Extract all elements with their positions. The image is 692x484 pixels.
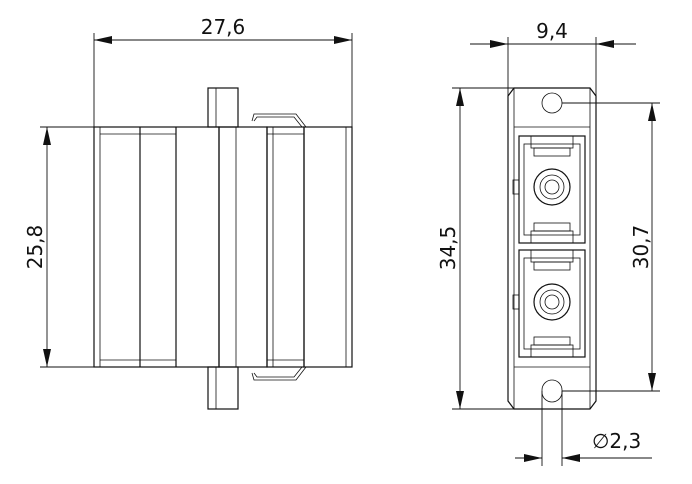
dim-label-panel-height: 34,5 <box>436 226 460 271</box>
side-view <box>93 87 353 410</box>
side-bottom-tab <box>207 366 239 410</box>
side-flange <box>218 126 268 368</box>
dim-overall-width <box>93 33 353 127</box>
dim-label-hole-spacing: 30,7 <box>629 225 653 270</box>
sc-port-upper <box>512 135 586 244</box>
side-body-mid <box>266 126 305 368</box>
mounting-hole-top <box>541 92 563 114</box>
dim-hole-spacing <box>562 102 660 392</box>
dim-hole-diameter <box>515 391 652 466</box>
side-bottom-clip <box>251 366 307 381</box>
side-top-tab <box>207 87 239 128</box>
side-body-left <box>93 126 220 368</box>
dim-panel-width <box>470 37 636 96</box>
sc-port-lower <box>512 249 586 358</box>
dim-label-overall-height: 25,8 <box>23 225 47 270</box>
dim-label-panel-width: 9,4 <box>536 19 568 43</box>
dim-overall-height <box>40 126 94 368</box>
mounting-hole-bottom <box>541 379 563 403</box>
dim-label-hole-diameter: ∅2,3 <box>592 429 641 453</box>
side-top-clip <box>251 113 307 128</box>
dim-panel-height <box>452 87 514 410</box>
front-view <box>507 87 597 410</box>
dim-label-overall-width: 27,6 <box>201 15 246 39</box>
side-body-right <box>303 126 353 368</box>
